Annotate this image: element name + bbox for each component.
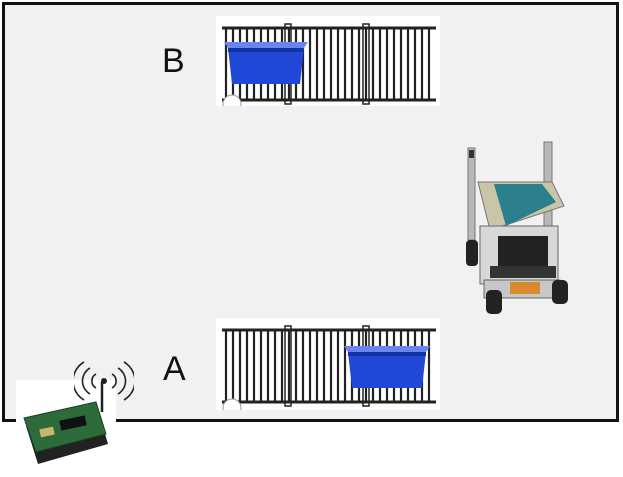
wireless-signal-icon [74,361,134,401]
conveyor-a-icon [222,325,436,410]
station-a-label: A [163,350,186,388]
bin-b [224,40,308,86]
station-b-label: B [162,42,185,80]
bin-b-icon [224,42,308,84]
conveyor-frame-post [362,23,370,105]
mobile-robot [460,140,572,320]
wireless-signal [74,360,134,404]
bin-a-icon [344,346,430,388]
conveyor-a [216,318,440,410]
conveyor-frame-post [284,325,292,407]
sensor-node [16,360,116,472]
bin-a [344,344,430,390]
sensor-node-board-icon [16,380,116,472]
mobile-robot-icon [466,141,568,314]
